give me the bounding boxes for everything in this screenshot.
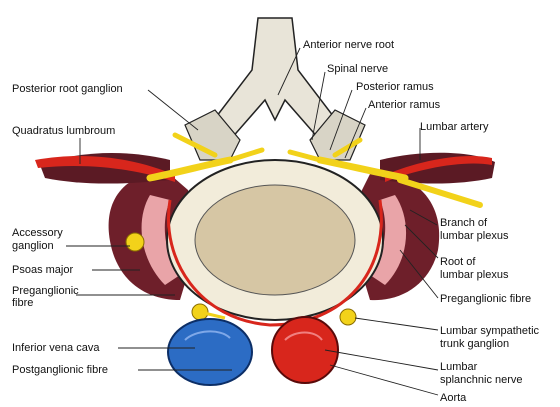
label-aorta: Aorta	[440, 392, 467, 404]
label-lumbar-artery: Lumbar artery	[420, 121, 489, 133]
label-posterior-ramus: Posterior ramus	[356, 81, 434, 93]
label-preganglionic-left-2: fibre	[12, 297, 33, 309]
label-lumbar-splanchnic-1: Lumbar	[440, 361, 478, 373]
label-preganglionic-left-1: Preganglionic	[12, 285, 79, 297]
label-anterior-nerve-root: Anterior nerve root	[303, 39, 394, 51]
label-lumbar-splanchnic-2: splanchnic nerve	[440, 374, 523, 386]
label-anterior-ramus: Anterior ramus	[368, 99, 441, 111]
aorta	[272, 317, 338, 383]
inferior-vena-cava	[168, 319, 252, 385]
label-ganglion: ganglion	[12, 240, 54, 252]
vertebral-body-cancellous	[195, 185, 355, 295]
label-posterior-root-ganglion: Posterior root ganglion	[12, 83, 123, 95]
label-inferior-vena-cava: Inferior vena cava	[12, 342, 100, 354]
label-preganglionic-right: Preganglionic fibre	[440, 293, 531, 305]
label-postganglionic-fibre: Postganglionic fibre	[12, 364, 108, 376]
accessory-ganglion	[126, 233, 144, 251]
label-quadratus-lumbroum: Quadratus lumbroum	[12, 125, 115, 137]
label-lumbar-sympathetic-2: trunk ganglion	[440, 338, 509, 350]
label-accessory: Accessory	[12, 227, 63, 239]
right-branch	[290, 152, 320, 160]
spinous-process	[210, 18, 340, 140]
lumbar-sympathetic-ganglion-right	[340, 309, 356, 325]
label-branch-lumbar-plexus-2: lumbar plexus	[440, 230, 509, 242]
label-root-lumbar-plexus-2: lumbar plexus	[440, 269, 509, 281]
label-branch-lumbar-plexus-1: Branch of	[440, 217, 488, 229]
label-spinal-nerve: Spinal nerve	[327, 63, 388, 75]
label-psoas-major: Psoas major	[12, 264, 73, 276]
label-lumbar-sympathetic-1: Lumbar sympathetic	[440, 325, 540, 337]
label-root-lumbar-plexus-1: Root of	[440, 256, 476, 268]
